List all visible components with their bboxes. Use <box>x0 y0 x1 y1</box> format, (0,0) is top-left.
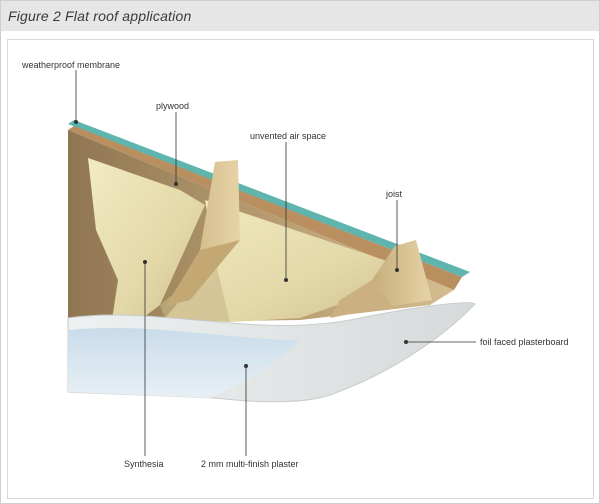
joist-right-face <box>330 280 392 318</box>
multi-finish-plaster-shape <box>68 327 300 398</box>
figure-title: Figure 2 Flat roof application <box>8 8 192 24</box>
dot-plywood <box>174 182 178 186</box>
label-multi-finish-plaster: 2 mm multi-finish plaster <box>201 459 299 469</box>
dot-air-space <box>284 278 288 282</box>
synthesia-insulation-left <box>88 158 205 320</box>
label-joist: joist <box>386 189 403 199</box>
figure-border <box>7 39 594 499</box>
dot-plasterboard <box>404 340 408 344</box>
joist-left-face <box>166 240 240 306</box>
weatherproof-membrane-shape <box>68 120 470 277</box>
joist-right-shape <box>372 240 432 306</box>
label-weatherproof-membrane: weatherproof membrane <box>22 60 121 70</box>
label-synthesia: Synthesia <box>124 459 164 469</box>
dot-synthesia <box>143 260 147 264</box>
plywood-deck-shape <box>68 126 462 290</box>
joist-left-shape <box>166 160 240 306</box>
label-plywood: plywood <box>156 101 190 111</box>
title-bar: Figure 2 Flat roof application <box>1 1 599 31</box>
dot-membrane <box>74 120 78 124</box>
dot-plaster <box>244 364 248 368</box>
label-unvented-air-space: unvented air space <box>250 131 327 141</box>
label-foil-faced-plasterboard: foil faced plasterboard <box>480 337 569 347</box>
dot-joist <box>395 268 399 272</box>
